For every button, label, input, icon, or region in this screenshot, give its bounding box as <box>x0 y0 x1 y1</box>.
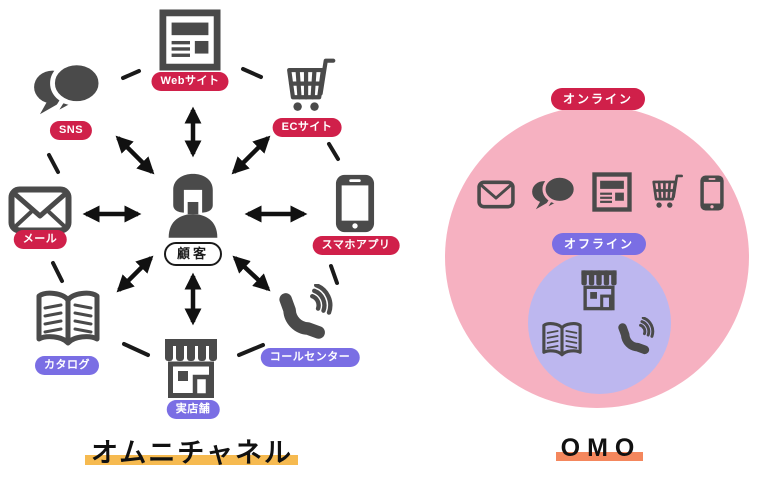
ec-cart-icon-small <box>646 172 684 212</box>
arrow-call <box>232 255 271 292</box>
arrow-catalog <box>116 255 154 293</box>
online-label: オンライン <box>550 88 646 111</box>
store-icon <box>157 336 225 400</box>
sns-icon <box>33 58 103 120</box>
ec-label: ECサイト <box>272 118 342 137</box>
mail-icon-small <box>477 180 515 209</box>
offline-label: オフライン <box>551 233 647 256</box>
smartphone-icon <box>332 173 378 234</box>
call-center-label: コールセンター <box>260 348 360 367</box>
omo-title-highlight <box>556 452 643 461</box>
website-label: Webサイト <box>151 72 229 91</box>
sns-label: SNS <box>49 121 93 140</box>
store-icon-small <box>576 268 622 312</box>
sns-icon-small <box>531 173 577 213</box>
catalog-label: カタログ <box>35 356 99 375</box>
website-icon <box>159 9 221 71</box>
catalog-book-icon-small <box>539 321 585 361</box>
customer-label: 顧客 <box>163 242 223 266</box>
smartphone-icon-small <box>698 174 726 212</box>
call-center-icon-small <box>616 317 658 359</box>
call-center-icon <box>276 284 338 346</box>
dashed-ring <box>47 67 340 357</box>
arrow-sns <box>115 135 155 175</box>
catalog-book-icon <box>32 289 104 353</box>
website-icon-small <box>592 172 632 212</box>
mail-label: メール <box>13 230 67 249</box>
app-label: スマホアプリ <box>312 236 400 255</box>
customer-icon <box>164 167 222 240</box>
mail-icon <box>8 186 72 234</box>
omo-title: OMO <box>560 434 642 462</box>
arrow-ec <box>231 135 271 175</box>
ec-cart-icon <box>277 56 337 116</box>
omnichannel-title-highlight <box>85 455 298 465</box>
omnichannel-title: オムニチャネル <box>91 438 293 468</box>
connection-arrows <box>47 67 340 357</box>
store-label: 実店舗 <box>166 400 220 419</box>
